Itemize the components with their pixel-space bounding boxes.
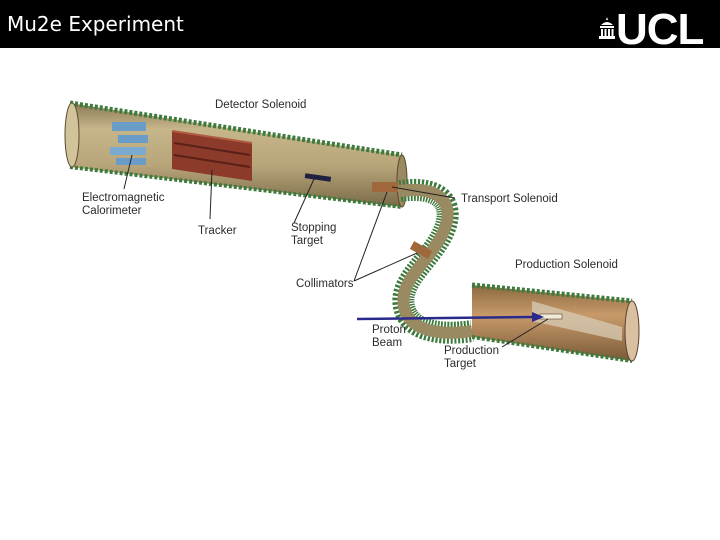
leader-transport xyxy=(391,186,456,199)
tracker-module xyxy=(171,130,253,181)
label-production-target-line1: Production xyxy=(444,345,499,357)
label-transport-solenoid: Transport Solenoid xyxy=(461,193,558,205)
stopping-target-rod xyxy=(304,173,332,182)
label-proton-beam-line1: Proton xyxy=(372,324,406,336)
leader-collimator-1 xyxy=(353,191,388,282)
label-calorimeter-line1: Electromagnetic xyxy=(82,192,165,204)
leader-stopping-target xyxy=(293,178,315,224)
portico-icon xyxy=(599,17,615,39)
title-bar: Mu2e Experiment UCL xyxy=(0,0,720,54)
production-target-rod xyxy=(539,313,563,320)
label-tracker: Tracker xyxy=(198,225,237,237)
logo-text: UCL xyxy=(616,5,704,54)
production-solenoid xyxy=(471,282,640,363)
ucl-logo: UCL xyxy=(598,6,720,54)
leader-calorimeter xyxy=(123,154,133,190)
label-proton-beam-line2: Beam xyxy=(372,337,403,349)
label-stopping-target-line1: Stopping xyxy=(291,222,337,234)
leader-collimator-2 xyxy=(353,252,418,282)
leader-production-target xyxy=(501,318,549,348)
proton-beam-arrow xyxy=(356,312,544,322)
calorimeter-disks xyxy=(110,122,148,165)
label-collimators: Collimators xyxy=(296,278,354,290)
label-production-target-line2: Target xyxy=(444,358,476,370)
label-production-solenoid: Production Solenoid xyxy=(515,259,618,271)
collimator-upper xyxy=(372,182,398,192)
leader-tracker xyxy=(209,169,213,220)
label-calorimeter-line2: Calorimeter xyxy=(82,205,142,217)
label-stopping-target-line2: Target xyxy=(291,235,323,247)
leader-lines xyxy=(123,154,549,348)
transport-solenoid xyxy=(392,178,474,344)
mu2e-diagram: Detector Solenoid Electromagnetic Calori… xyxy=(62,95,641,371)
mu2e-apparatus xyxy=(64,100,640,363)
slide-title: Mu2e Experiment xyxy=(7,12,184,36)
label-detector-solenoid: Detector Solenoid xyxy=(215,99,307,111)
